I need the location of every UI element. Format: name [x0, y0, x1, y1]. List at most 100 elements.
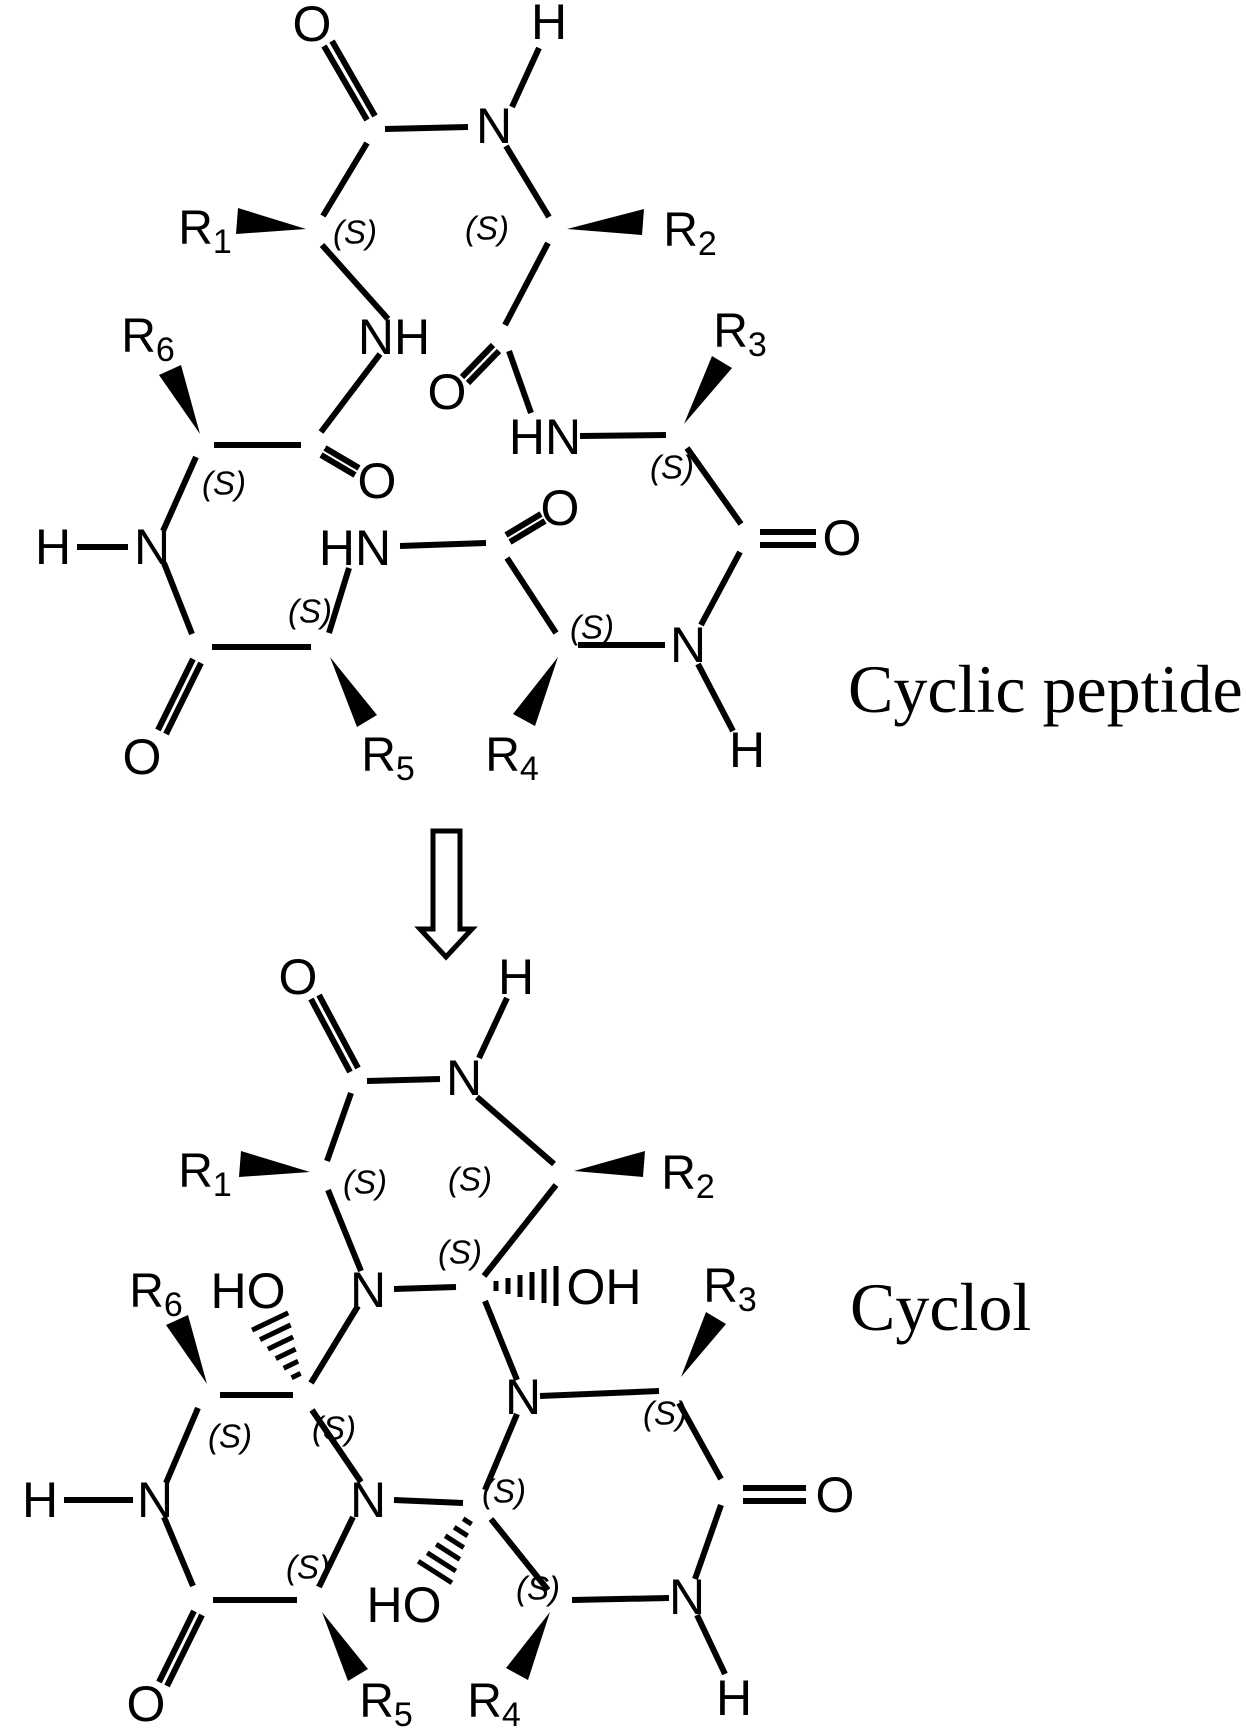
double-bond: [164, 1613, 205, 1688]
r5-label: R5: [361, 729, 415, 789]
stereo-label: (S): [343, 1164, 387, 1201]
stereo-label: (S): [438, 1234, 482, 1271]
nitrogen-label: N: [137, 1472, 173, 1528]
double-bond: [155, 657, 196, 732]
stereo-label: (S): [516, 1570, 560, 1607]
single-bonds: [77, 46, 744, 733]
stereo-label: (S): [650, 449, 694, 486]
bond: [692, 1504, 724, 1580]
bond: [676, 1401, 724, 1481]
hashed-wedge-ho-upper-left: [251, 1310, 302, 1380]
nitrogen-label: N: [350, 1472, 386, 1528]
double-bond: [316, 993, 361, 1070]
wedge-bond-r2: [567, 209, 644, 235]
ho-label: HO: [211, 1263, 286, 1319]
oxygen-label: O: [358, 453, 397, 509]
nh-label: NH: [358, 309, 430, 365]
hydrogen-label: H: [531, 0, 567, 50]
r6-label: R6: [129, 1265, 183, 1325]
oxygen-label: O: [428, 364, 467, 420]
hashed-wedge-oh-right: [493, 1266, 559, 1306]
double-bond: [156, 1609, 197, 1684]
bond: [399, 540, 487, 549]
bond: [316, 1515, 356, 1589]
bond: [694, 1613, 728, 1676]
double-bond: [504, 511, 543, 538]
double-bonds: [156, 993, 806, 1688]
oxygen-label: O: [123, 729, 162, 785]
double-bond: [508, 518, 547, 545]
stereo-label: (S): [570, 609, 614, 646]
nitrogen-label: N: [476, 98, 512, 154]
r5-label: R5: [359, 1675, 413, 1735]
bond: [320, 141, 370, 218]
r2-label: R2: [663, 204, 717, 264]
bond: [318, 352, 383, 434]
stereo-label: (S): [312, 1410, 356, 1447]
structure-title-cyclic-peptide: Cyclic peptide: [848, 651, 1243, 727]
r-group-labels: R1 R2 R3 R4 R5 R6: [129, 1145, 757, 1735]
reaction-arrow: [414, 828, 478, 961]
nitrogen-label: N: [669, 1569, 705, 1625]
oxygen-label: O: [293, 0, 332, 52]
bond: [393, 1284, 457, 1292]
bond: [366, 1076, 441, 1084]
stereo-label: (S): [465, 210, 509, 247]
wedge-bond-r5: [322, 1612, 368, 1681]
stereo-label: (S): [202, 465, 246, 502]
bond: [481, 1183, 559, 1278]
double-bond: [465, 348, 502, 386]
stereo-label: (S): [208, 1418, 252, 1455]
oxygen-label: O: [823, 510, 862, 566]
oh-label: OH: [567, 1259, 642, 1315]
ho-label: HO: [367, 1577, 442, 1633]
atom-labels: O H N NH O HN O N H O HN O N H O: [35, 0, 862, 785]
wedge-bond-r6: [166, 1315, 207, 1384]
hn-label: HN: [509, 409, 581, 465]
stereo-label: (S): [288, 593, 332, 630]
hn-label: HN: [319, 520, 391, 576]
bond: [695, 662, 736, 733]
wedge-bond-r4: [506, 1612, 550, 1680]
wedge-bond-r4: [513, 657, 558, 726]
single-bonds: [64, 996, 728, 1676]
stereo-label: (S): [482, 1473, 526, 1510]
cyclol-structure: O H N N N N OH HO HO N H O N H O (S) (S)…: [22, 949, 1031, 1734]
bond: [160, 455, 199, 533]
nitrogen-label: N: [446, 1050, 482, 1106]
hydrogen-label: H: [729, 722, 765, 778]
r6-label: R6: [121, 310, 175, 370]
bond: [698, 550, 743, 627]
double-bond: [329, 39, 378, 118]
bond: [326, 567, 352, 634]
double-bond: [321, 44, 370, 122]
nitrogen-label: N: [350, 1262, 386, 1318]
nitrogen-label: N: [134, 519, 170, 575]
bond: [482, 1412, 520, 1492]
bond: [539, 1388, 660, 1399]
stereo-label: (S): [286, 1549, 330, 1586]
wedge-bonds: [159, 208, 732, 727]
wedge-bond-r3: [681, 1312, 726, 1377]
r4-label: R4: [485, 729, 539, 789]
r3-label: R3: [713, 305, 767, 365]
bond: [319, 243, 391, 321]
bond: [393, 1497, 464, 1506]
r1-label: R1: [178, 1145, 232, 1205]
oxygen-label: O: [541, 480, 580, 536]
bond: [161, 1515, 196, 1588]
wedge-bond-r1: [239, 1151, 310, 1177]
wedge-bond-r1: [236, 208, 306, 234]
hydrogen-label: H: [716, 1670, 752, 1726]
stereo-label: (S): [333, 214, 377, 251]
stereo-label: (S): [643, 1395, 687, 1432]
bond: [571, 1595, 670, 1603]
wedge-bond-r2: [574, 1151, 645, 1177]
bond: [384, 124, 469, 132]
structure-title-cyclol: Cyclol: [850, 1269, 1031, 1345]
double-bond: [163, 661, 204, 736]
nitrogen-label: N: [670, 617, 706, 673]
r4-label: R4: [467, 1675, 521, 1735]
double-bond: [308, 997, 353, 1074]
